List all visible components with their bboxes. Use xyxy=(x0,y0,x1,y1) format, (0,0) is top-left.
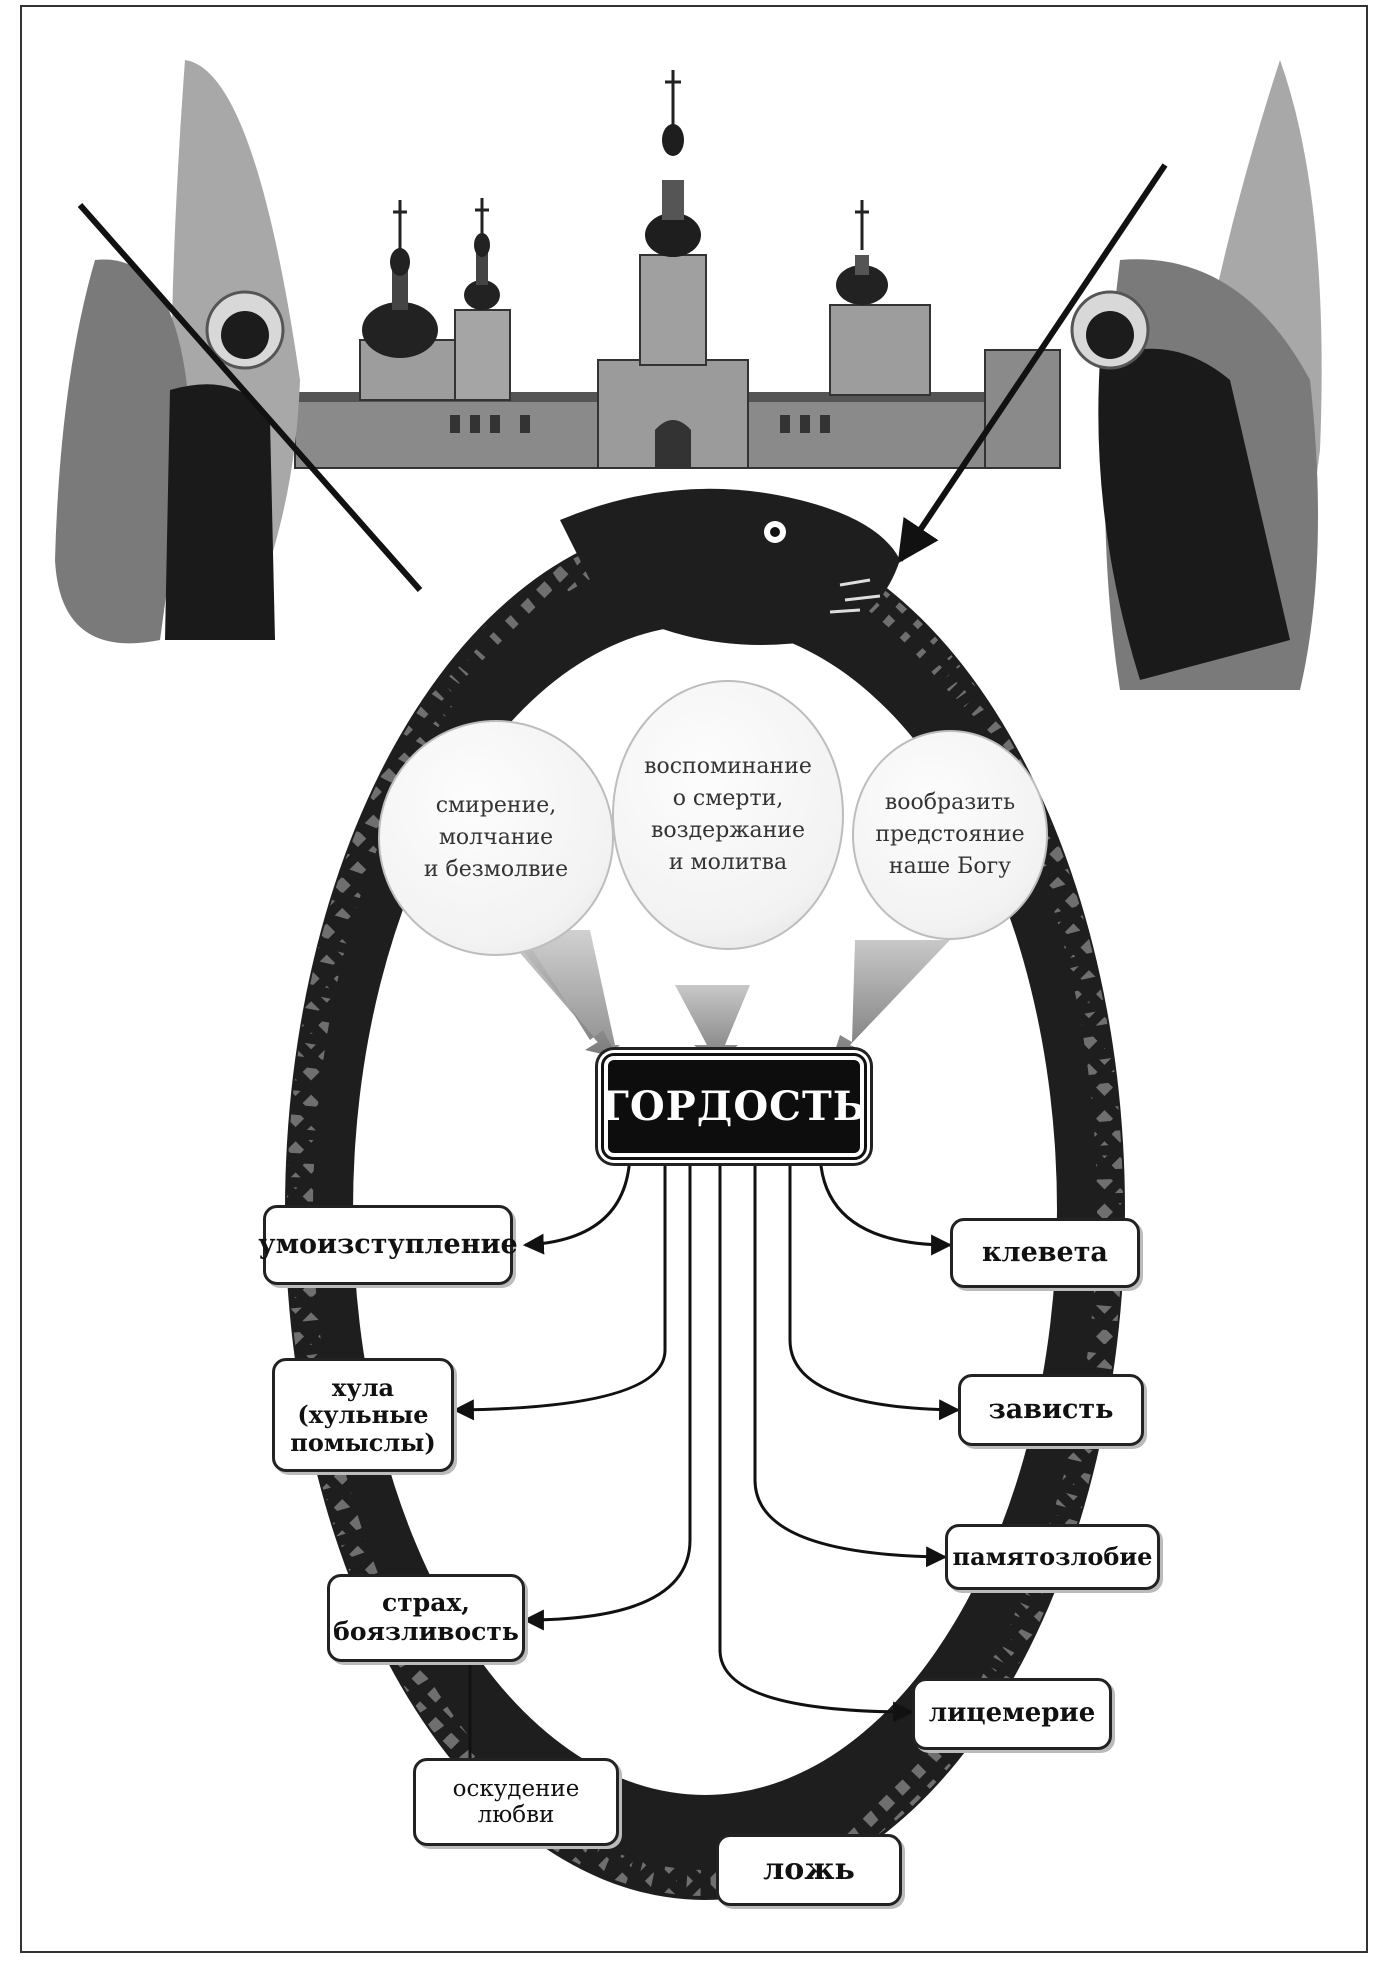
vice-label: памятозлобие xyxy=(952,1542,1153,1572)
vice-hypocrisy: лицемерие xyxy=(912,1678,1112,1750)
vice-envy: зависть xyxy=(958,1374,1144,1446)
remedy-bubble-remembrance: воспоминание о смерти, воздержание и мол… xyxy=(612,680,844,950)
remedy-text-line: о смерти, xyxy=(672,786,784,812)
vice-label: оскудение xyxy=(452,1775,580,1802)
vice-blasphemy: хула (хульные помыслы) xyxy=(272,1358,454,1472)
remedy-text-line: и молитва xyxy=(668,849,788,875)
remedy-text-line: предстояние xyxy=(875,822,1025,848)
remedy-text-line: молчание xyxy=(438,825,554,851)
vice-lack-of-love: оскудение любви xyxy=(413,1758,619,1846)
remedy-bubble-humility: смирение, молчание и безмолвие xyxy=(378,720,614,956)
remedy-arrows xyxy=(500,930,950,1066)
vice-label: помыслы) xyxy=(290,1427,436,1457)
vice-slander: клевета xyxy=(950,1218,1140,1288)
vice-label: боязливость xyxy=(333,1617,519,1646)
remedy-text-line: воспоминание xyxy=(644,754,812,780)
vice-label: (хульные xyxy=(297,1400,429,1430)
right-angel xyxy=(897,60,1322,690)
vice-label: хула xyxy=(331,1372,395,1402)
vice-label: зависть xyxy=(988,1394,1114,1426)
pride-node: ГОРДОСТЬ xyxy=(601,1053,867,1160)
remedy-bubble-presence: вообразить предстояние наше Богу xyxy=(852,730,1048,940)
remedy-text-line: наше Богу xyxy=(888,853,1012,879)
remedy-text-line: смирение, xyxy=(435,793,557,819)
monastery xyxy=(294,70,1061,469)
left-angel xyxy=(55,60,423,644)
vice-rancor: памятозлобие xyxy=(945,1524,1160,1590)
remedy-text-line: и безмолвие xyxy=(423,856,569,882)
remedy-text-line: воздержание xyxy=(651,818,805,843)
vice-label: любви xyxy=(477,1802,555,1828)
vice-label: страх, xyxy=(382,1588,471,1618)
vice-label: клевета xyxy=(982,1237,1108,1269)
remedy-text-line: вообразить xyxy=(884,790,1016,816)
connectors xyxy=(452,1149,961,1760)
vice-label: лицемерие xyxy=(928,1698,1096,1729)
vice-label: умоизступление xyxy=(258,1229,518,1261)
vice-fear: страх, боязливость xyxy=(327,1574,525,1662)
vice-label: ложь xyxy=(763,1851,855,1887)
vice-insanity: умоизступление xyxy=(258,1205,518,1285)
vice-lie: ложь xyxy=(716,1834,902,1906)
